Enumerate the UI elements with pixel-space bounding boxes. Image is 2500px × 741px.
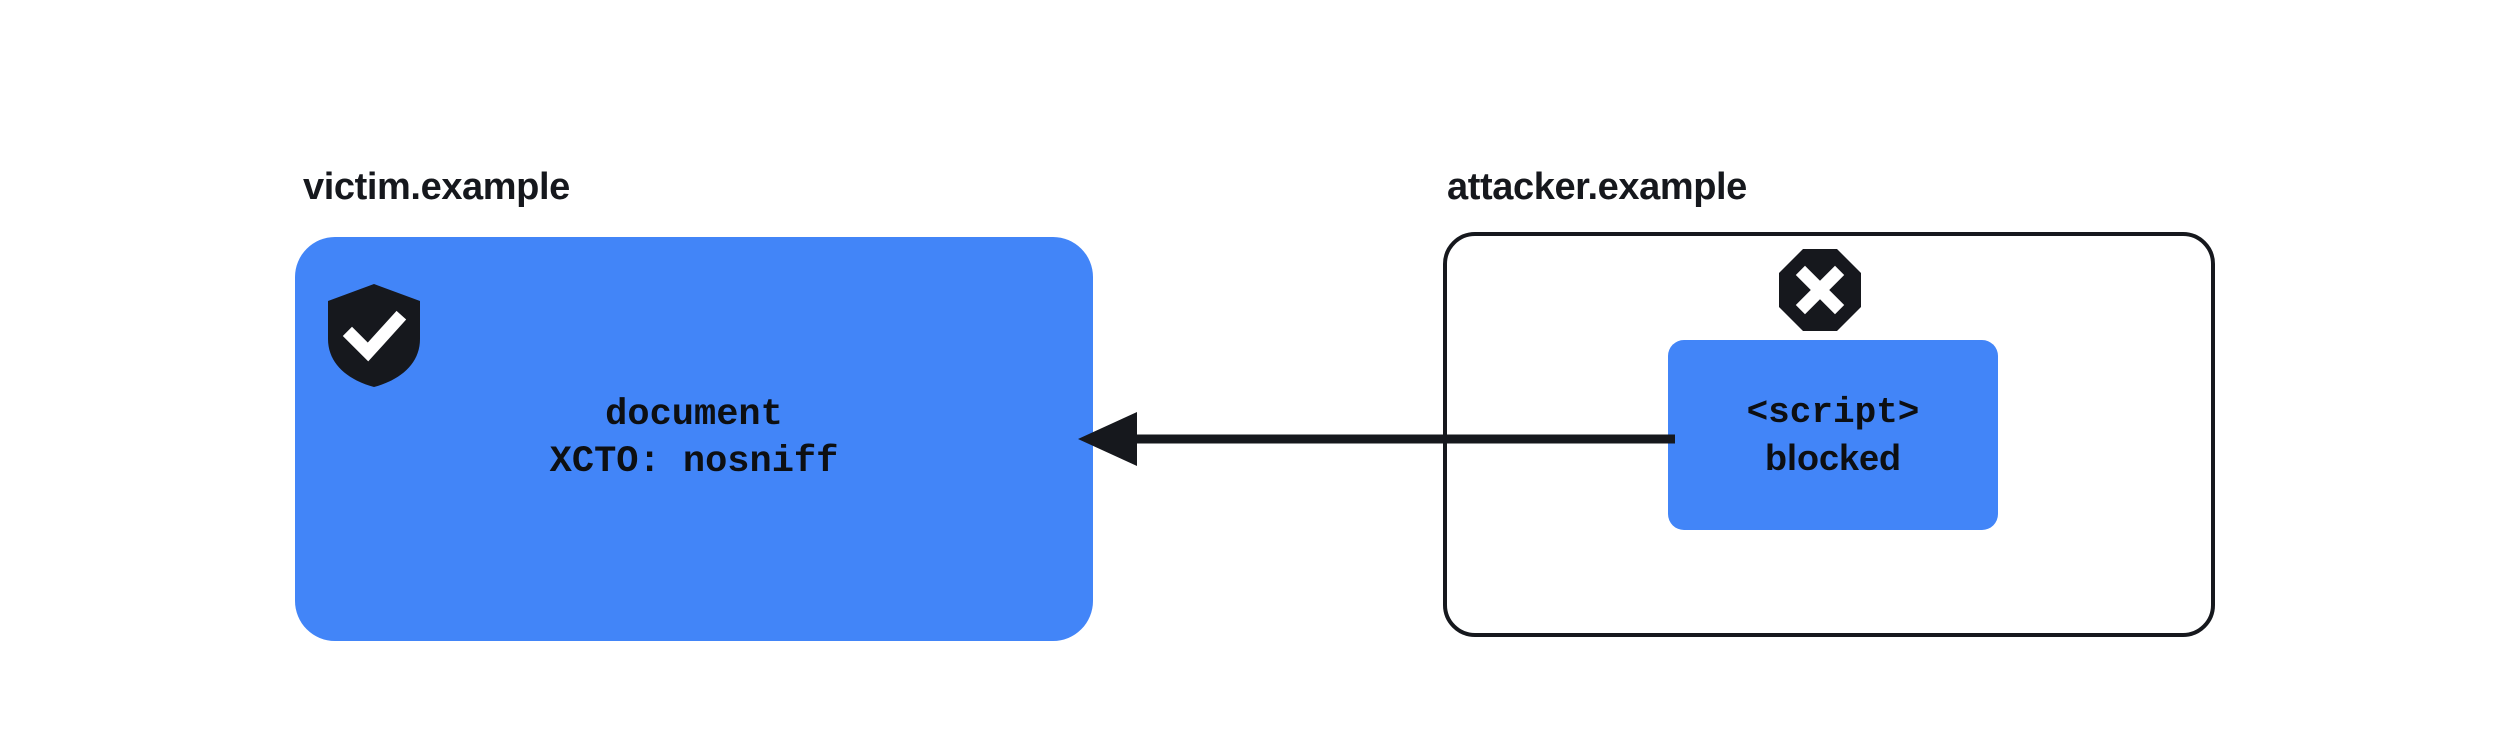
xcto-header-label: XCTO: nosniff: [549, 441, 839, 483]
script-blocked-label: blocked: [1764, 437, 1902, 478]
document-label: document: [605, 393, 783, 436]
victim-origin-label: victim.example: [303, 166, 570, 208]
blocked-request-arrow: [1075, 408, 1675, 470]
script-tag-label: <script>: [1746, 392, 1920, 433]
shield-check-icon: [328, 284, 420, 387]
victim-document-text: document XCTO: nosniff: [295, 237, 1093, 641]
blocked-script-box: <script> blocked: [1668, 340, 1998, 530]
octagon-x-icon: [1779, 249, 1861, 331]
attacker-origin-label: attacker.example: [1447, 166, 1747, 208]
victim-document-box: document XCTO: nosniff: [295, 237, 1093, 641]
